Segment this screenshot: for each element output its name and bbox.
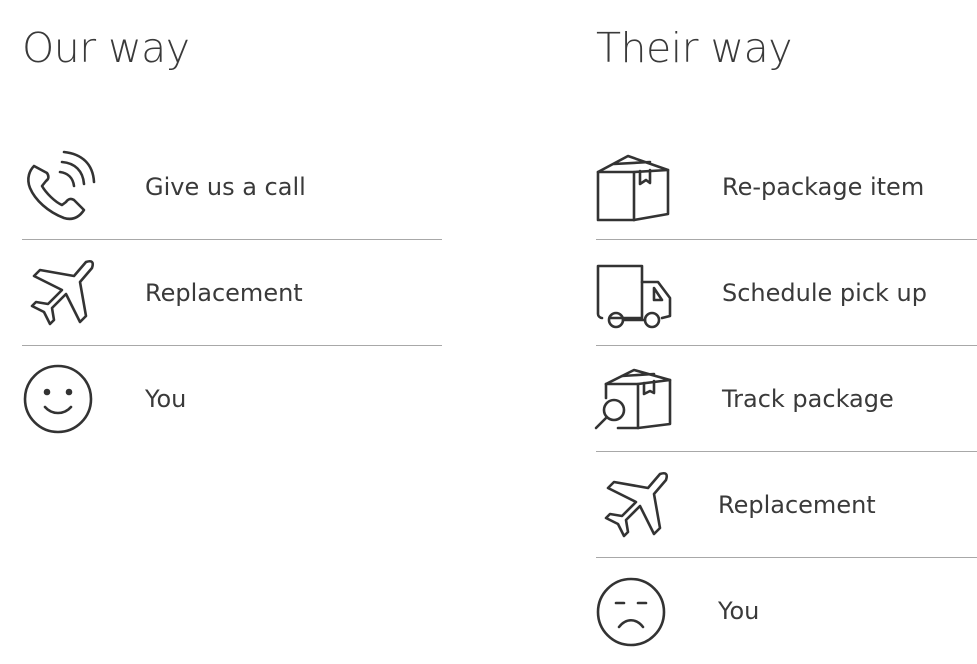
our-way-item-you: You xyxy=(22,346,442,452)
divider xyxy=(596,451,977,452)
our-way-item-replacement: Replacement xyxy=(22,240,442,346)
sad-face-icon xyxy=(596,574,670,648)
airplane-icon xyxy=(22,256,96,330)
box-search-icon xyxy=(594,362,672,436)
their-way-item-you: You xyxy=(596,558,977,664)
airplane-icon xyxy=(596,468,670,542)
their-way-item-label: Track package xyxy=(722,385,894,413)
their-way-item-replacement: Replacement xyxy=(596,452,977,558)
delivery-truck-icon xyxy=(596,256,672,330)
our-way-item-label: You xyxy=(145,385,187,413)
our-way-heading: Our way xyxy=(22,24,190,72)
their-way-heading: Their way xyxy=(596,24,792,72)
our-way-item-label: Give us a call xyxy=(145,173,306,201)
divider xyxy=(596,239,977,240)
their-way-item-label: Replacement xyxy=(718,491,876,519)
divider xyxy=(22,345,442,346)
their-way-item-schedule: Schedule pick up xyxy=(596,240,977,346)
their-way-item-track: Track package xyxy=(594,346,977,452)
divider xyxy=(22,239,442,240)
our-way-item-call: Give us a call xyxy=(22,134,442,240)
phone-call-icon xyxy=(22,150,96,224)
our-way-item-label: Replacement xyxy=(145,279,303,307)
their-way-item-label: Re-package item xyxy=(722,173,925,201)
their-way-item-label: Schedule pick up xyxy=(722,279,927,307)
their-way-item-label: You xyxy=(718,597,760,625)
divider xyxy=(596,345,977,346)
their-way-item-repackage: Re-package item xyxy=(596,134,977,240)
box-icon xyxy=(596,150,670,224)
smiley-face-icon xyxy=(22,362,96,436)
divider xyxy=(596,557,977,558)
